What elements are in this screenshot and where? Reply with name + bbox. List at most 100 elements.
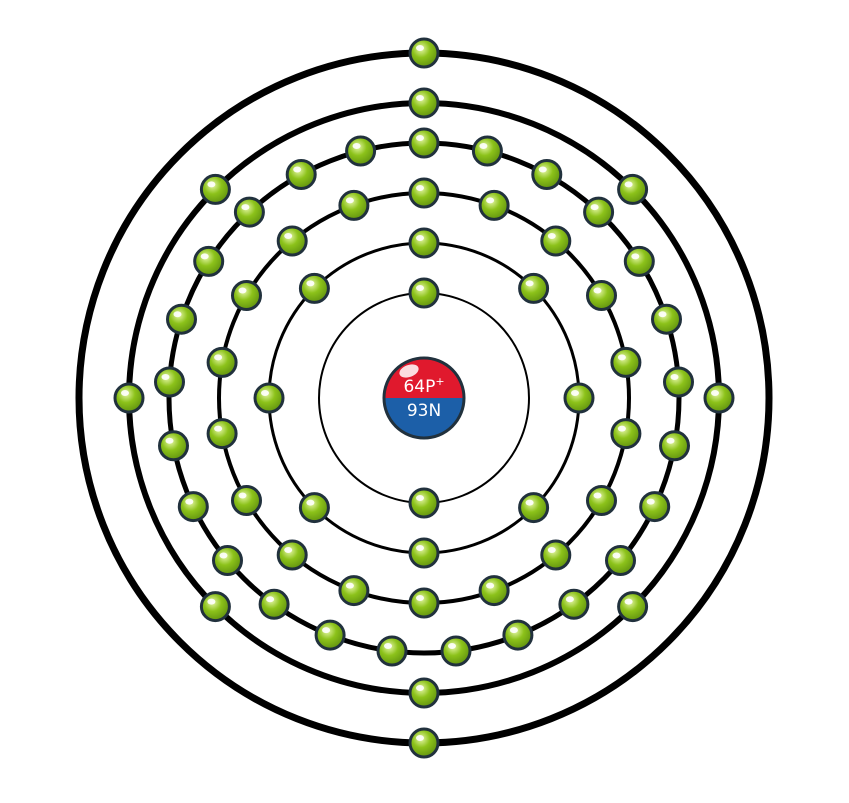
electron bbox=[586, 485, 617, 516]
electron-highlight bbox=[416, 45, 424, 51]
electron-highlight bbox=[525, 280, 534, 287]
electron-body bbox=[518, 272, 550, 304]
electron-highlight bbox=[711, 390, 719, 396]
electron bbox=[518, 492, 550, 524]
electron-body bbox=[376, 635, 408, 667]
electron-highlight bbox=[238, 492, 247, 499]
electron-highlight bbox=[593, 492, 602, 499]
electron-layer bbox=[113, 37, 735, 759]
electron bbox=[199, 591, 231, 623]
electron-body bbox=[193, 245, 225, 277]
electron-highlight bbox=[284, 547, 293, 553]
electron bbox=[663, 366, 694, 398]
electron-body bbox=[276, 539, 308, 571]
electron-highlight bbox=[293, 166, 302, 173]
electron-body bbox=[540, 225, 572, 257]
electron bbox=[408, 487, 440, 519]
electron-highlight bbox=[284, 233, 293, 239]
electron-highlight bbox=[322, 627, 331, 634]
electron bbox=[408, 37, 440, 69]
electron bbox=[610, 418, 642, 450]
electron-body bbox=[659, 430, 690, 462]
electron bbox=[345, 135, 377, 167]
electron-highlight bbox=[617, 354, 626, 361]
electron-body bbox=[113, 382, 145, 414]
electron-highlight bbox=[214, 354, 223, 361]
electron bbox=[276, 539, 308, 571]
electron-body bbox=[206, 418, 238, 450]
electron-highlight bbox=[538, 166, 547, 173]
electron bbox=[651, 303, 682, 335]
electron-body bbox=[177, 491, 209, 523]
electron-body bbox=[408, 677, 440, 709]
electron-body bbox=[408, 37, 440, 69]
electron-highlight bbox=[165, 437, 174, 444]
electron bbox=[540, 539, 572, 571]
electron-body bbox=[471, 135, 503, 167]
electron bbox=[113, 382, 145, 414]
electron-highlight bbox=[670, 374, 679, 380]
electron-highlight bbox=[200, 253, 209, 260]
electron bbox=[231, 280, 262, 311]
electron-highlight bbox=[416, 545, 424, 551]
electron-highlight bbox=[631, 253, 640, 260]
electron-highlight bbox=[241, 204, 250, 211]
electron-body bbox=[586, 280, 617, 311]
electron-highlight bbox=[121, 390, 129, 396]
electron-highlight bbox=[416, 185, 424, 191]
electron-body bbox=[408, 487, 440, 519]
electron-body bbox=[408, 277, 440, 309]
nucleus: 64P+ 93N bbox=[382, 356, 466, 440]
electron-highlight bbox=[207, 598, 216, 605]
electron-body bbox=[651, 303, 682, 335]
electron bbox=[338, 189, 370, 221]
electron bbox=[166, 303, 197, 335]
electron-body bbox=[610, 418, 642, 450]
electron bbox=[408, 727, 440, 759]
electron-body bbox=[166, 303, 197, 335]
electron-body bbox=[345, 135, 377, 167]
nucleus-outline bbox=[382, 356, 466, 440]
electron-highlight bbox=[416, 235, 424, 241]
electron bbox=[158, 430, 189, 462]
neutron-count-label: 93N bbox=[407, 401, 441, 421]
electron-highlight bbox=[306, 280, 315, 287]
electron-highlight bbox=[416, 685, 424, 691]
electron-highlight bbox=[547, 547, 556, 553]
electron-body bbox=[408, 587, 440, 619]
electron bbox=[285, 159, 317, 190]
electron-highlight bbox=[479, 143, 488, 149]
electron bbox=[276, 225, 308, 257]
electron-body bbox=[233, 196, 265, 228]
electron-highlight bbox=[658, 311, 667, 318]
electron-body bbox=[158, 430, 189, 462]
electron-highlight bbox=[416, 495, 424, 501]
electron-highlight bbox=[416, 285, 424, 291]
electron-body bbox=[586, 485, 617, 516]
electron-highlight bbox=[416, 95, 424, 101]
electron-highlight bbox=[486, 197, 495, 204]
electron bbox=[408, 537, 440, 569]
electron-body bbox=[199, 173, 231, 205]
electron-body bbox=[212, 545, 243, 576]
electron-highlight bbox=[207, 181, 216, 188]
electron-body bbox=[703, 382, 735, 414]
electron-highlight bbox=[448, 643, 456, 649]
electron-highlight bbox=[345, 582, 354, 589]
electron bbox=[703, 382, 735, 414]
electron bbox=[206, 346, 238, 378]
electron-body bbox=[408, 177, 440, 209]
electron-body bbox=[408, 537, 440, 569]
electron-body bbox=[639, 491, 671, 523]
electron-highlight bbox=[161, 374, 170, 380]
electron-highlight bbox=[547, 233, 556, 239]
electron-body bbox=[558, 588, 590, 620]
electron bbox=[314, 619, 346, 651]
electron-body bbox=[623, 245, 655, 277]
electron bbox=[502, 619, 534, 651]
electron-body bbox=[478, 189, 510, 221]
electron-body bbox=[314, 619, 346, 651]
electron-body bbox=[408, 127, 440, 159]
electron-body bbox=[231, 485, 262, 516]
electron-body bbox=[338, 189, 370, 221]
